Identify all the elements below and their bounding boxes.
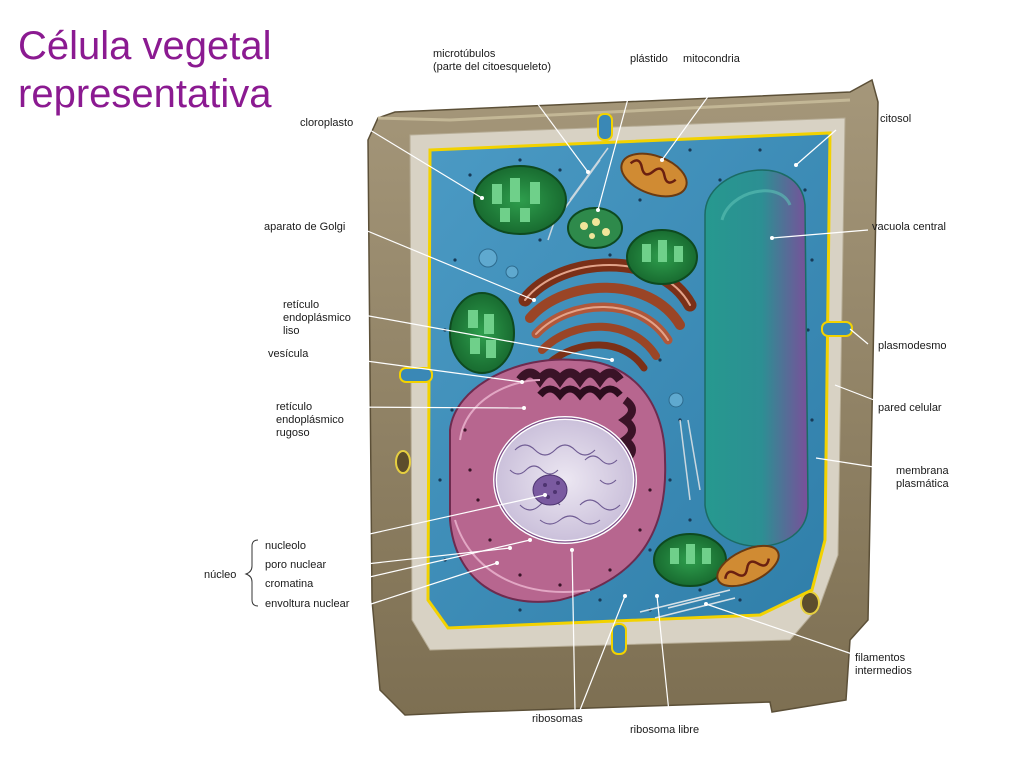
title-line-1: Célula vegetal [18, 24, 272, 68]
mitochondrion-1 [620, 152, 688, 198]
mitochondrion-2 [716, 544, 780, 588]
label-ribosomas: ribosomas [532, 713, 583, 725]
chloroplast-4 [653, 533, 727, 587]
label-aparato-golgi: aparato de Golgi [264, 221, 345, 233]
chloroplast-1 [473, 165, 567, 235]
golgi-apparatus [518, 258, 697, 372]
label-rer-3: rugoso [276, 427, 310, 439]
label-nucleolo: nucleolo [265, 540, 306, 552]
label-membrana-1: membrana [896, 465, 949, 477]
labels: microtúbulos (parte del citoesqueleto) p… [204, 48, 949, 736]
label-cloroplasto: cloroplasto [300, 117, 353, 129]
label-filamentos-2: intermedios [855, 665, 912, 677]
label-rer-2: endoplásmico [276, 414, 344, 426]
label-membrana-2: plasmática [896, 478, 949, 490]
label-plastido: plástido [630, 53, 668, 65]
nucleus [493, 416, 637, 544]
label-plasmodesmo: plasmodesmo [878, 340, 946, 352]
label-citosol: citosol [880, 113, 911, 125]
label-envoltura-nuclear: envoltura nuclear [265, 598, 350, 610]
label-microtubulos-sub: (parte del citoesqueleto) [433, 61, 551, 73]
label-pared-celular: pared celular [878, 402, 942, 414]
label-microtubulos: microtúbulos [433, 48, 496, 60]
label-rel-3: liso [283, 325, 300, 337]
label-nucleo: núcleo [204, 569, 236, 581]
label-cromatina: cromatina [265, 578, 314, 590]
nucleolus [532, 474, 568, 506]
central-vacuole [704, 169, 809, 547]
title-line-2: representativa [18, 72, 272, 116]
label-vacuola-central: vacuola central [872, 221, 946, 233]
label-filamentos-1: filamentos [855, 652, 906, 664]
label-poro-nuclear: poro nuclear [265, 559, 326, 571]
label-vesicula: vesícula [268, 348, 309, 360]
chloroplast-2 [626, 229, 698, 285]
label-ribosoma-libre: ribosoma libre [630, 724, 699, 736]
leader-lines [244, 79, 894, 723]
chloroplast-3 [449, 292, 515, 374]
label-mitocondria: mitocondria [683, 53, 741, 65]
label-rel-1: retículo [283, 299, 319, 311]
page-title: Célula vegetal representativa [18, 22, 272, 118]
plastid [567, 207, 623, 249]
label-rer-1: retículo [276, 401, 312, 413]
label-rel-2: endoplásmico [283, 312, 351, 324]
